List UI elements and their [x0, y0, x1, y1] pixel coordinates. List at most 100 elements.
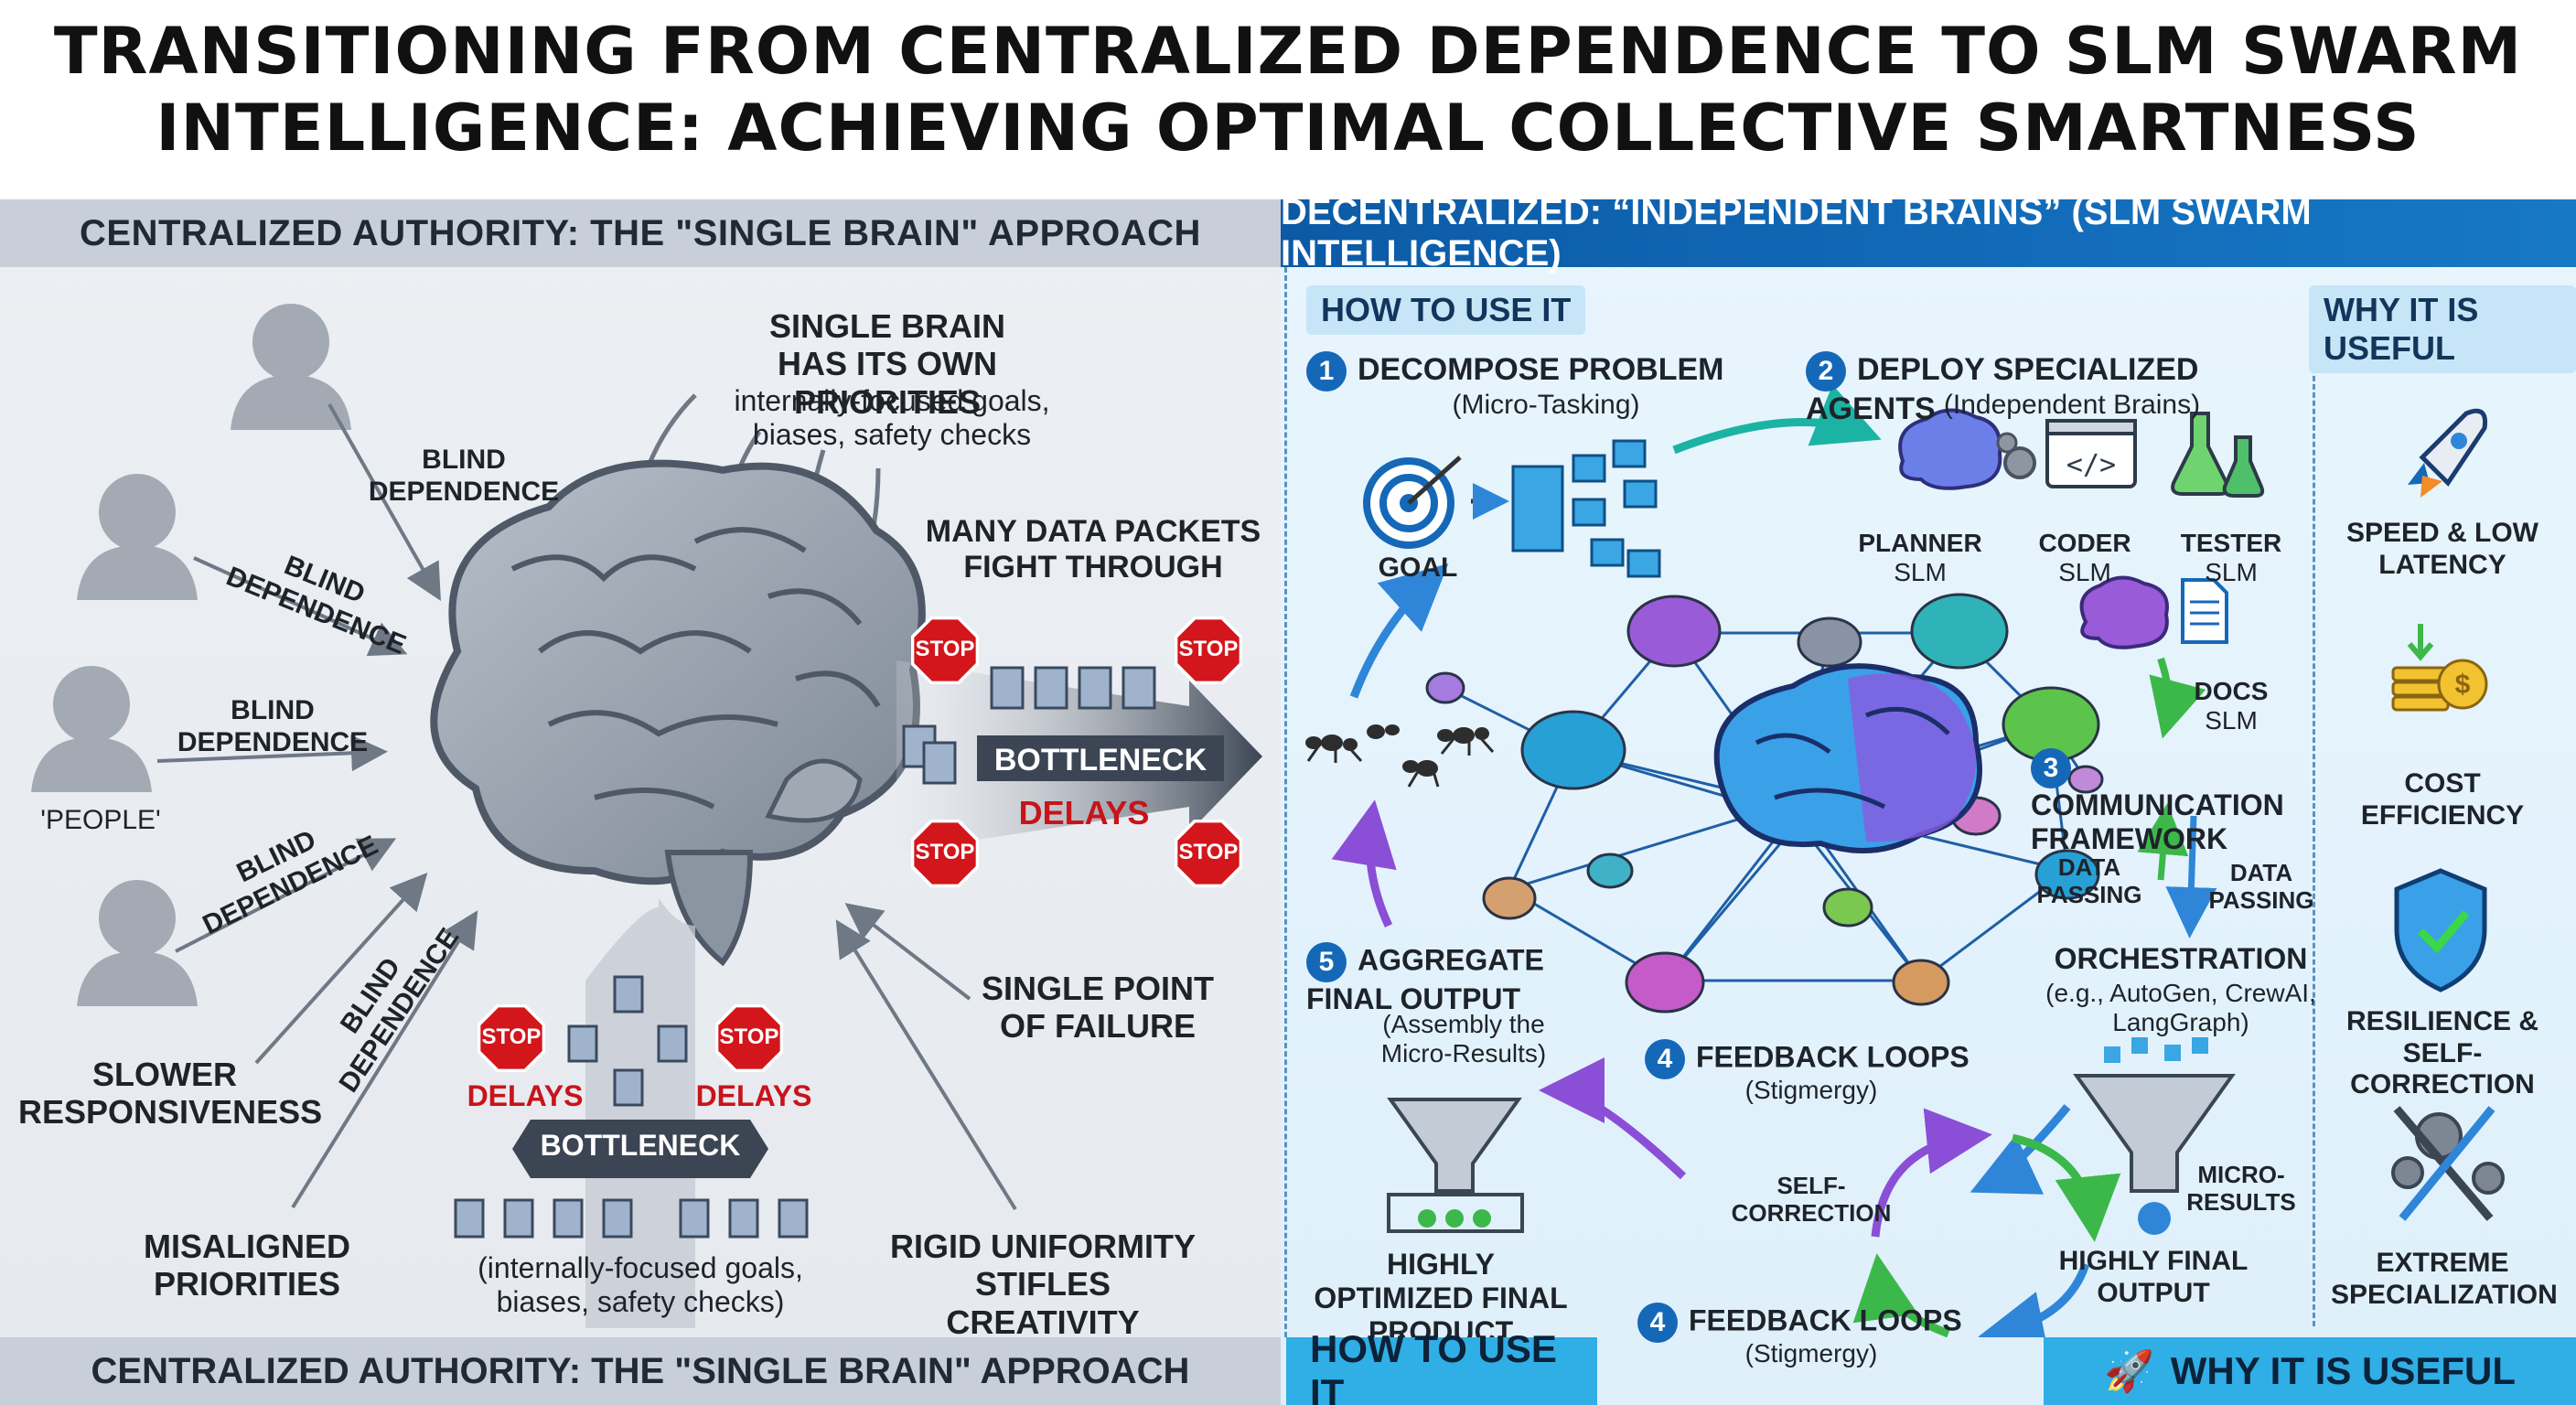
- tools-icon: [2391, 1106, 2505, 1221]
- svg-text:$: $: [2455, 670, 2471, 700]
- docs-document-icon: [2181, 578, 2228, 644]
- tester-slm: SLM: [2205, 558, 2258, 587]
- decentralized-header: DECENTRALIZED: “INDEPENDENT BRAINS” (SLM…: [1281, 192, 2576, 273]
- step3-number: 3: [2031, 748, 2071, 788]
- dependence-arrows: [156, 403, 478, 1209]
- title-line-1: TRANSITIONING FROM CENTRALIZED DEPENDENC…: [53, 14, 2523, 89]
- step4-sub-bottom: (Stigmergy): [1744, 1339, 1878, 1367]
- how-to-use-tag: HOW TO USE IT: [1306, 285, 1586, 335]
- optimized-product-label: HIGHLY OPTIMIZED FINAL PRODUCT: [1314, 1248, 1568, 1348]
- stop-sign-icon: [1174, 616, 1243, 685]
- data-packets-right: [902, 666, 1156, 785]
- rocket-icon: 🚀: [2103, 1349, 2154, 1394]
- planner-brain-icon: [1898, 408, 2036, 490]
- centralized-header: CENTRALIZED AUTHORITY: THE "SINGLE BRAIN…: [0, 199, 1281, 267]
- stop-sign-text: STOP: [719, 1024, 779, 1049]
- shield-check-icon: [2394, 868, 2487, 992]
- data-packets-bottom: [454, 975, 809, 1239]
- coins-icon: $: [2391, 624, 2488, 712]
- single-brain-icon: [430, 459, 926, 967]
- label-priorities-title: SINGLE BRAIN HAS ITS OWN PRIORITIES: [768, 307, 1005, 421]
- label-single-point-of-failure: SINGLE POINT OF FAILURE: [981, 970, 1215, 1046]
- step1-sub: (Micro-Tasking): [1452, 390, 1640, 420]
- label-misaligned-priorities: MISALIGNED PRIORITIES: [143, 1228, 350, 1303]
- label-people: 'PEOPLE': [40, 805, 161, 835]
- footer-why-useful-text: WHY IT IS USEFUL: [2170, 1349, 2517, 1392]
- step2-number: 2: [1806, 351, 1846, 391]
- docs-name: DOCS: [2194, 677, 2269, 705]
- orchestration-label: ORCHESTRATION: [2054, 942, 2308, 975]
- person-icon-3: [31, 666, 152, 792]
- stop-sign-icon: [1174, 819, 1243, 888]
- agent-planner-label: PLANNER SLM: [1852, 529, 1989, 587]
- data-passing-left: DATA PASSING: [2036, 853, 2142, 908]
- centralized-diagram: [31, 304, 1262, 1328]
- step5-sub: (Assembly the Micro-Results): [1380, 1010, 1547, 1068]
- title-line-2: INTELLIGENCE: ACHIEVING OPTIMAL COLLECTI…: [156, 91, 2420, 166]
- why-resilience: RESILIENCE & SELF-CORRECTION: [2345, 1006, 2539, 1099]
- step3-title: 3COMMUNICATION FRAMEWORK: [2031, 748, 2324, 856]
- step2-sub: (Independent Brains): [1943, 390, 2201, 420]
- footer-how-to-use: HOW TO USE IT: [1286, 1327, 1597, 1405]
- label-blind-dependence-3: BLIND DEPENDENCE: [177, 695, 369, 757]
- label-blind-dependence-1: BLIND DEPENDENCE: [368, 445, 560, 507]
- aggregate-funnel-icon: [1387, 1098, 1524, 1233]
- label-bottom-sub: (internally-focused goals, biases, safet…: [478, 1251, 803, 1318]
- central-brain-icon: [1713, 663, 1982, 853]
- code-glyph: </>: [2066, 449, 2116, 481]
- label-bottleneck-bottom: BOTTLENECK: [540, 1129, 741, 1162]
- stop-sign-icon: [477, 1003, 546, 1073]
- stop-sign-text: STOP: [481, 1024, 542, 1049]
- stop-sign-text: STOP: [1178, 840, 1239, 864]
- step1-number: 1: [1306, 351, 1347, 391]
- label-packets-title: MANY DATA PACKETS FIGHT THROUGH: [925, 514, 1261, 585]
- step5-number: 5: [1306, 942, 1347, 982]
- bottleneck-banner-bottom: [512, 1120, 768, 1178]
- centralized-footer: CENTRALIZED AUTHORITY: THE "SINGLE BRAIN…: [0, 1337, 1281, 1405]
- why-divider: [2313, 302, 2315, 1326]
- person-icon-2: [77, 474, 198, 600]
- tester-flask-icon: [2171, 412, 2265, 498]
- stop-sign-icon: [910, 819, 980, 888]
- coder-laptop-icon: </>: [2045, 419, 2137, 488]
- orchestration-sub: (e.g., AutoGen, CrewAI, LangGraph): [2045, 979, 2316, 1037]
- label-delays-bottom-right: DELAYS: [695, 1079, 812, 1112]
- stop-sign-text: STOP: [1178, 637, 1239, 661]
- person-icon-4: [77, 880, 198, 1006]
- why-cost: COST EFFICIENCY: [2360, 768, 2525, 831]
- tester-name: TESTER: [2180, 529, 2282, 557]
- step4-title-text-bottom: FEEDBACK LOOPS: [1689, 1303, 1962, 1337]
- agent-docs-label: DOCS SLM: [2172, 677, 2291, 735]
- label-slower-responsiveness: SLOWER RESPONSIVENESS: [18, 1056, 323, 1132]
- coder-slm: SLM: [2058, 558, 2111, 587]
- person-icon-1: [231, 304, 351, 430]
- agent-tester-label: TESTER SLM: [2172, 529, 2291, 587]
- panel-divider: [1284, 267, 1287, 1337]
- label-rigid-uniformity: RIGID UNIFORMITY STIFLES CREATIVITY: [890, 1228, 1196, 1341]
- label-priorities-sub: internally-focused goals, biases, safety…: [734, 384, 1050, 451]
- label-delays-bottom-left: DELAYS: [467, 1079, 584, 1112]
- docs-brain-icon: [2079, 575, 2169, 649]
- stop-sign-icon: [714, 1003, 784, 1073]
- goal-target-icon: [1363, 456, 1462, 549]
- self-correction-label: SELF-CORRECTION: [1731, 1172, 1892, 1227]
- rocket-icon: [2408, 408, 2488, 498]
- step4-number-bottom: 4: [1637, 1303, 1678, 1343]
- label-delays-right: DELAYS: [1018, 794, 1150, 831]
- agent-coder-label: CODER SLM: [2025, 529, 2144, 587]
- ant-icons: [1305, 724, 1489, 777]
- why-specialization: EXTREME SPECIALIZATION: [2331, 1248, 2558, 1310]
- feedback-loop-icon: [1852, 1108, 2121, 1337]
- failure-arrows: [835, 903, 1017, 1211]
- step4-title-text-top: FEEDBACK LOOPS: [1696, 1040, 1970, 1074]
- coder-name: CODER: [2038, 529, 2131, 557]
- step2-title-text: DEPLOY SPECIALIZED AGENTS: [1806, 351, 2199, 426]
- planner-slm: SLM: [1894, 558, 1947, 587]
- micro-task-blocks: [1511, 439, 1661, 578]
- micro-results-funnel-icon: [2073, 1037, 2236, 1235]
- swarm-diagram: </>: [1305, 384, 2505, 1337]
